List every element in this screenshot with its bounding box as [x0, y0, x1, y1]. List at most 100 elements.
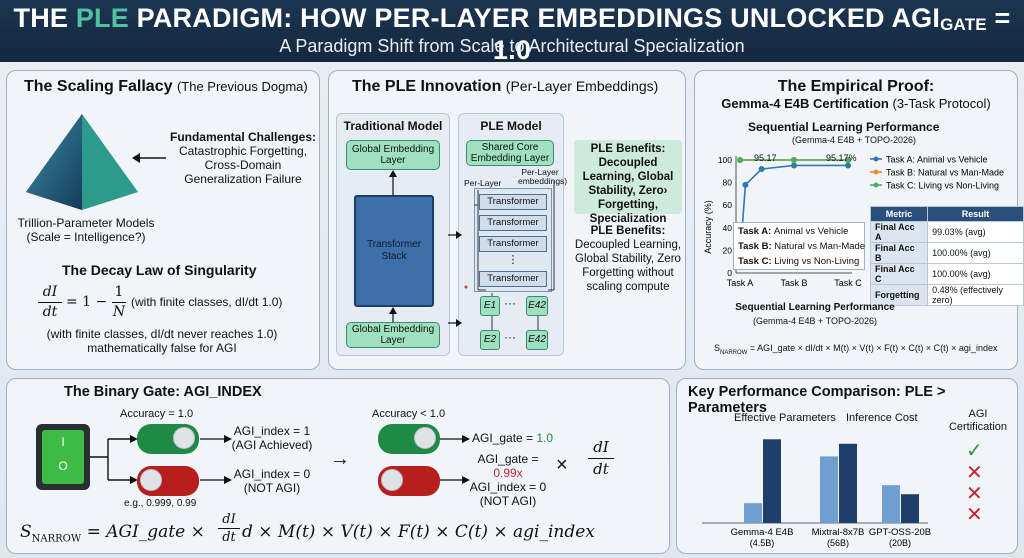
- legend-marker: [873, 182, 879, 188]
- table-cell-metric: Forgetting: [869, 284, 929, 306]
- didt-den: dt: [593, 460, 609, 478]
- table-cell-result: 100.00% (avg): [927, 242, 1024, 264]
- x-axis-sublabel: (Gemma-4 E4B + TOPO-2026): [753, 316, 877, 326]
- toggle-off: [137, 466, 199, 496]
- table-cell-result: 100.00% (avg): [927, 263, 1024, 285]
- ple-connection-lines: [464, 180, 555, 332]
- embedding-hdots-2: ···: [504, 330, 516, 344]
- times-symbol: ×: [556, 454, 568, 476]
- table-cell-result: 0.48% (effectively zero): [927, 284, 1024, 306]
- didt-bar: [588, 458, 614, 459]
- check-icon: ✓: [966, 440, 983, 462]
- bar-category-label: Mixtral-8x7B: [812, 527, 865, 538]
- legend-label: Task B: Natural vs Man-Made: [886, 168, 1004, 178]
- table-header: Result: [927, 206, 1024, 222]
- arrow-right-icon: [448, 319, 462, 327]
- inner-legend-row: Task C: Living vs Non-Living: [738, 256, 860, 267]
- y-tick-label: 0: [727, 268, 732, 278]
- decay-formula-eq: = 1 −: [66, 294, 108, 310]
- data-point: [791, 162, 797, 169]
- fraction-bar: [38, 302, 62, 303]
- y-tick-label: 80: [723, 178, 733, 188]
- page-title: THE PLE PARADIGM: HOW PER-LAYER EMBEDDIN…: [13, 3, 1011, 65]
- agi-gate-0: AGI_gate = 0.99x AGI_index = 0 (NOT AGI): [469, 452, 547, 508]
- data-point: [758, 166, 765, 173]
- formula-frac-den: dt: [222, 530, 236, 545]
- data-point: [791, 157, 797, 163]
- ple-transformer-4: Transformer: [479, 271, 547, 287]
- arrow-right-icon: [200, 435, 232, 443]
- long-arrow-icon: →: [330, 448, 350, 470]
- fraction-bar-2: [112, 302, 126, 303]
- transformer-ellipsis: ⋮: [507, 254, 519, 266]
- decay-formula-num: dI: [42, 284, 58, 300]
- data-point: [845, 157, 851, 163]
- pyramid-icon: [26, 114, 138, 210]
- s-narrow-line: SNARROW = AGI_gate × dI/dt × M(t) × V(t)…: [714, 343, 998, 356]
- formula-frac-num: dI: [222, 512, 236, 527]
- compare-title: Key Performance Comparison: PLE > Parame…: [688, 384, 946, 416]
- trad-bottom-embedding: Global Embedding Layer: [346, 322, 440, 348]
- agi-index-0: AGI_index = 0(NOT AGI): [233, 467, 311, 495]
- embedding-e2: E2: [480, 330, 500, 350]
- proof-subtitle: Gemma-4 E4B Certification (3-Task Protoc…: [721, 96, 991, 111]
- traditional-model-title: Traditional Model: [343, 119, 443, 133]
- decay-explanation: (with finite classes, dI/dt never reache…: [46, 327, 278, 355]
- bar: [763, 439, 781, 523]
- bar-chart: Gemma-4 E4B(4.5B)Mixtral-8x7B(56B)GPT-OS…: [702, 439, 931, 548]
- table-header: Metric: [869, 206, 929, 222]
- table-cell-result: 99.03% (avg): [927, 221, 1024, 243]
- embedding-e42-b: E42: [526, 330, 548, 350]
- toggle-off-2: [378, 466, 440, 496]
- y-tick-label: 40: [723, 223, 733, 233]
- arrow-right-icon: [440, 476, 470, 484]
- trad-top-embedding: Global Embedding Layer: [346, 140, 440, 170]
- agi-gate-1: AGI_gate = 1.0: [472, 431, 554, 445]
- chart-series: [737, 157, 851, 262]
- arrow-up-icon: [389, 307, 397, 322]
- data-point: [742, 181, 749, 188]
- gate-title: The Binary Gate: AGI_INDEX: [64, 384, 262, 400]
- decay-formula-den: dt: [42, 304, 58, 320]
- bar: [901, 494, 919, 523]
- page-subtitle: A Paradigm Shift from Scale to Architect…: [279, 36, 745, 56]
- cross-icon: ✕: [966, 483, 983, 505]
- bar-category-note: (4.5B): [750, 538, 775, 548]
- bar-chart-bars: [702, 439, 928, 524]
- bar-category-label: GPT-OSS-20B: [869, 527, 931, 538]
- switch-i-label: I: [61, 435, 65, 449]
- ple-transformer-3: Transformer: [479, 236, 547, 252]
- table-cell-metric: Final Acc A: [869, 221, 929, 243]
- legend-label: Task A: Animal vs Vehicle: [886, 155, 988, 165]
- x-tick-label: Task C: [834, 278, 862, 288]
- data-point: [737, 157, 743, 163]
- embedding-hdots: ···: [504, 296, 516, 310]
- decay-formula-one: 1: [114, 284, 124, 300]
- legend-effective: Effective Parameters: [734, 412, 836, 424]
- x-axis-label: Sequential Learning Performance: [735, 302, 895, 313]
- y-tick-label: 100: [718, 155, 732, 165]
- legend-marker: [873, 156, 879, 162]
- ple-model-title: PLE Model: [480, 119, 542, 133]
- chart-title: Sequential Learning Performance: [748, 120, 940, 134]
- s-narrow-formula: SNARROW = AGI_gate ×: [20, 522, 205, 545]
- chart-subtitle: (Gemma-4 E4B + TOPO-2026): [792, 135, 916, 145]
- inner-legend-row: Task B: Natural vs Man-Made: [738, 241, 866, 252]
- arrow-right-icon: [440, 435, 470, 443]
- bar: [839, 443, 857, 523]
- cross-icon: ✕: [966, 504, 983, 526]
- cross-icon: ✕: [966, 462, 983, 484]
- inner-legend-row: Task A: Animal vs Vehicle: [738, 226, 849, 237]
- formula-frac-bar: [218, 528, 240, 529]
- y-axis-label: Accuracy (%): [703, 200, 713, 254]
- pyramid-caption: Trillion-Parameter Models (Scale = Intel…: [17, 216, 155, 244]
- scaling-title: The Scaling Fallacy (The Previous Dogma): [24, 78, 308, 95]
- branch-arrows: [90, 435, 138, 484]
